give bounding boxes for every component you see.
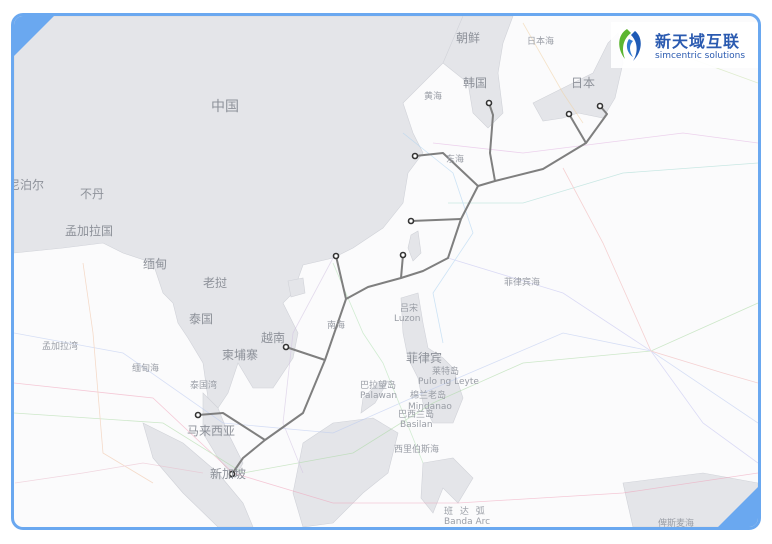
branch-vietnam bbox=[285, 346, 326, 361]
branch-korea bbox=[488, 102, 496, 182]
node-japan-tokyo[interactable] bbox=[596, 102, 604, 110]
node-fuzhou[interactable] bbox=[407, 217, 415, 225]
branch-taiwan bbox=[410, 218, 462, 222]
label-palawan-cn: 巴拉望岛 bbox=[360, 381, 397, 391]
label-andaman-sea: 缅甸海 bbox=[132, 364, 160, 374]
label-basilan-cn: 巴西兰岛 bbox=[398, 410, 435, 420]
label-bhutan: 不丹 bbox=[80, 187, 105, 201]
label-south-china-sea: 南海 bbox=[327, 321, 346, 331]
label-banda-en: Banda Arc bbox=[444, 517, 491, 527]
map-canvas[interactable] bbox=[14, 16, 758, 527]
label-yellow-sea: 黄海 bbox=[424, 92, 443, 102]
label-mindanao-cn: 棉兰老岛 bbox=[410, 391, 447, 401]
branch-japan-osaka bbox=[568, 113, 587, 144]
sumatra bbox=[142, 422, 254, 527]
label-basilan-en: Basilan bbox=[400, 420, 433, 430]
label-luzon-cn: 吕宋 bbox=[400, 304, 419, 314]
label-north-korea: 朝鲜 bbox=[456, 31, 481, 45]
sulawesi bbox=[420, 457, 474, 514]
label-palawan-en: Palawan bbox=[360, 391, 398, 401]
label-china: 中国 bbox=[211, 99, 239, 115]
node-japan-osaka[interactable] bbox=[565, 110, 573, 118]
route-lines bbox=[197, 102, 608, 475]
branch-xiamen bbox=[400, 254, 404, 279]
logo-name-en: simcentric solutions bbox=[655, 51, 746, 61]
node-shanghai[interactable] bbox=[411, 152, 419, 160]
logo-mark-icon bbox=[619, 29, 641, 61]
label-singapore: 新加坡 bbox=[210, 467, 247, 481]
label-philippine-sea: 菲律宾海 bbox=[504, 278, 541, 288]
palawan bbox=[360, 380, 389, 414]
taiwan bbox=[407, 230, 422, 262]
logo-name-cn: 新天域互联 bbox=[655, 32, 741, 51]
label-sea-of-japan: 日本海 bbox=[527, 37, 555, 47]
hainan bbox=[287, 277, 306, 298]
label-korea: 韩国 bbox=[463, 76, 488, 90]
corner-decoration bbox=[14, 16, 54, 56]
borneo bbox=[292, 417, 399, 527]
company-logo: 新天域互联 simcentric solutions bbox=[611, 22, 758, 68]
label-gulf-of-thailand: 泰国湾 bbox=[190, 381, 218, 391]
corner-decoration bbox=[718, 487, 758, 527]
label-vietnam: 越南 bbox=[261, 331, 286, 345]
node-xiamen[interactable] bbox=[399, 251, 407, 259]
branch-hongkong bbox=[335, 255, 347, 300]
label-new-guinea: 俾斯麦海 bbox=[658, 519, 695, 529]
label-thailand: 泰国 bbox=[189, 312, 214, 326]
node-korea[interactable] bbox=[485, 99, 493, 107]
label-leyte-cn: 莱特岛 bbox=[432, 367, 460, 377]
node-singapore[interactable] bbox=[228, 470, 236, 478]
map-frame: 中国 朝鲜 日本海 韩国 日本 黄海 东海 尼泊尔 不丹 孟加拉国 缅甸 老挝 … bbox=[11, 13, 761, 530]
korea-peninsula bbox=[442, 16, 514, 129]
trunk-route bbox=[231, 105, 608, 475]
label-myanmar: 缅甸 bbox=[143, 257, 168, 271]
branch-thailand bbox=[197, 412, 266, 441]
label-japan: 日本 bbox=[571, 76, 596, 90]
japan bbox=[532, 32, 624, 122]
label-banda-cn: 班 达 弧 bbox=[444, 507, 487, 517]
node-vietnam[interactable] bbox=[282, 343, 290, 351]
label-celebes-sea: 西里伯斯海 bbox=[394, 445, 440, 455]
philippines bbox=[400, 292, 464, 424]
label-luzon-en: Luzon bbox=[394, 314, 421, 324]
label-laos: 老挝 bbox=[203, 276, 228, 290]
label-bay-of-bengal: 孟加拉湾 bbox=[42, 342, 79, 352]
label-leyte-en: Pulo ng Leyte bbox=[418, 377, 479, 387]
label-cambodia: 柬埔寨 bbox=[222, 348, 259, 362]
label-mindanao-en: Mindanao bbox=[408, 402, 452, 412]
label-nepal: 尼泊尔 bbox=[11, 178, 45, 192]
label-bangladesh: 孟加拉国 bbox=[65, 224, 114, 238]
label-malaysia: 马来西亚 bbox=[187, 424, 236, 438]
label-philippines: 菲律宾 bbox=[406, 351, 443, 365]
node-hongkong[interactable] bbox=[332, 252, 340, 260]
node-thailand[interactable] bbox=[194, 411, 202, 419]
landing-points bbox=[194, 99, 604, 478]
land-masses bbox=[14, 16, 758, 527]
asia-mainland bbox=[14, 16, 474, 409]
branch-shanghai bbox=[414, 152, 479, 187]
label-east-sea: 东海 bbox=[446, 155, 465, 165]
